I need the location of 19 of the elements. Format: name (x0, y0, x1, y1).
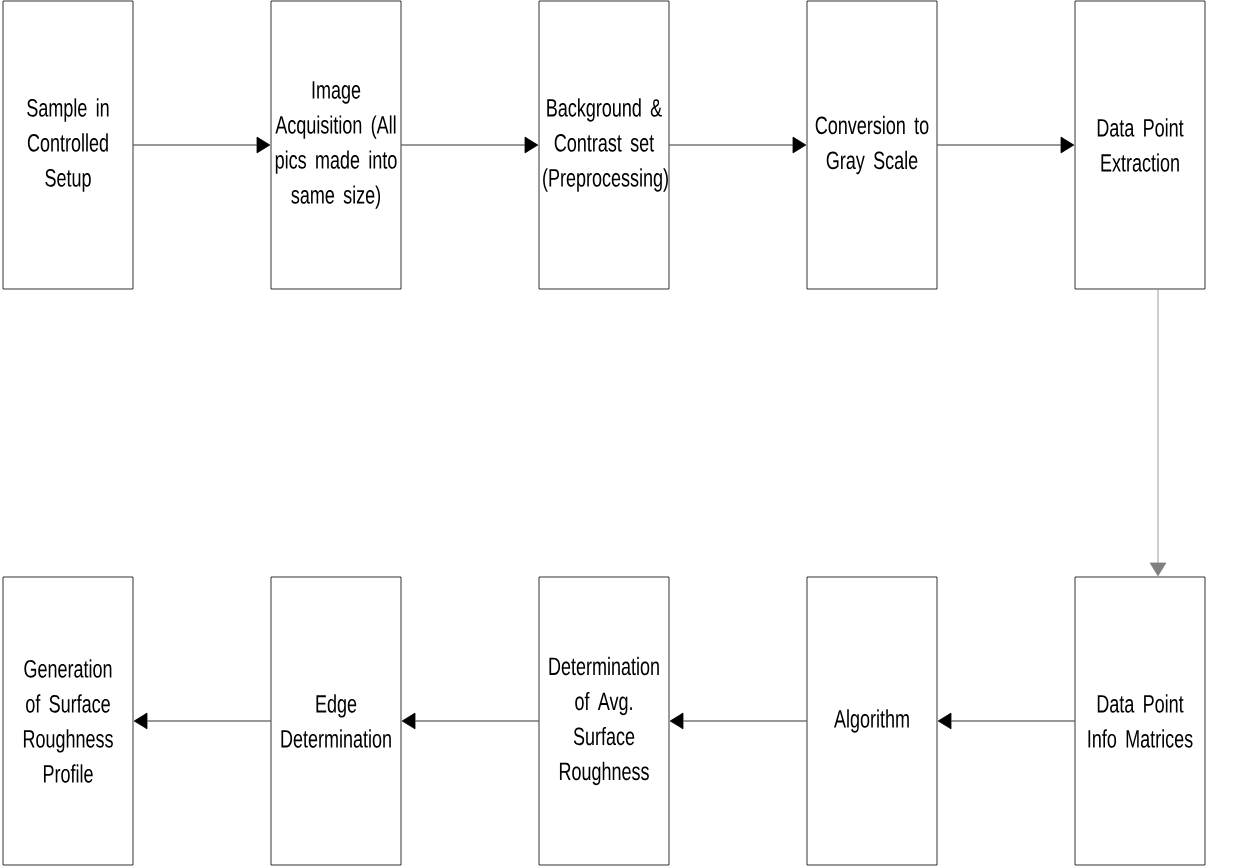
arrow (937, 712, 1075, 730)
process-box: Sample in Controlled Setup (2, 0, 134, 290)
process-box: Data Point Extraction (1074, 0, 1206, 290)
process-box: Conversion to Gray Scale (806, 0, 938, 290)
process-box: Algorithm (806, 576, 938, 866)
arrow (669, 136, 807, 154)
process-box: Determination of Avg. Surface Roughness (538, 576, 670, 866)
arrow (133, 712, 271, 730)
arrow (401, 136, 539, 154)
process-box: Data Point Info Matrices (1074, 576, 1206, 866)
process-box: Image Acquisition (All pics made into same size) (270, 0, 402, 290)
process-box: Edge Determination (270, 576, 402, 866)
arrow (133, 136, 271, 154)
process-box: Background & Contrast set (Preprocessing) (538, 0, 670, 290)
arrow (937, 136, 1075, 154)
arrow (1149, 289, 1167, 577)
arrow (669, 712, 807, 730)
arrow (401, 712, 539, 730)
process-box: Generation of Surface Roughness Profile (2, 576, 134, 866)
